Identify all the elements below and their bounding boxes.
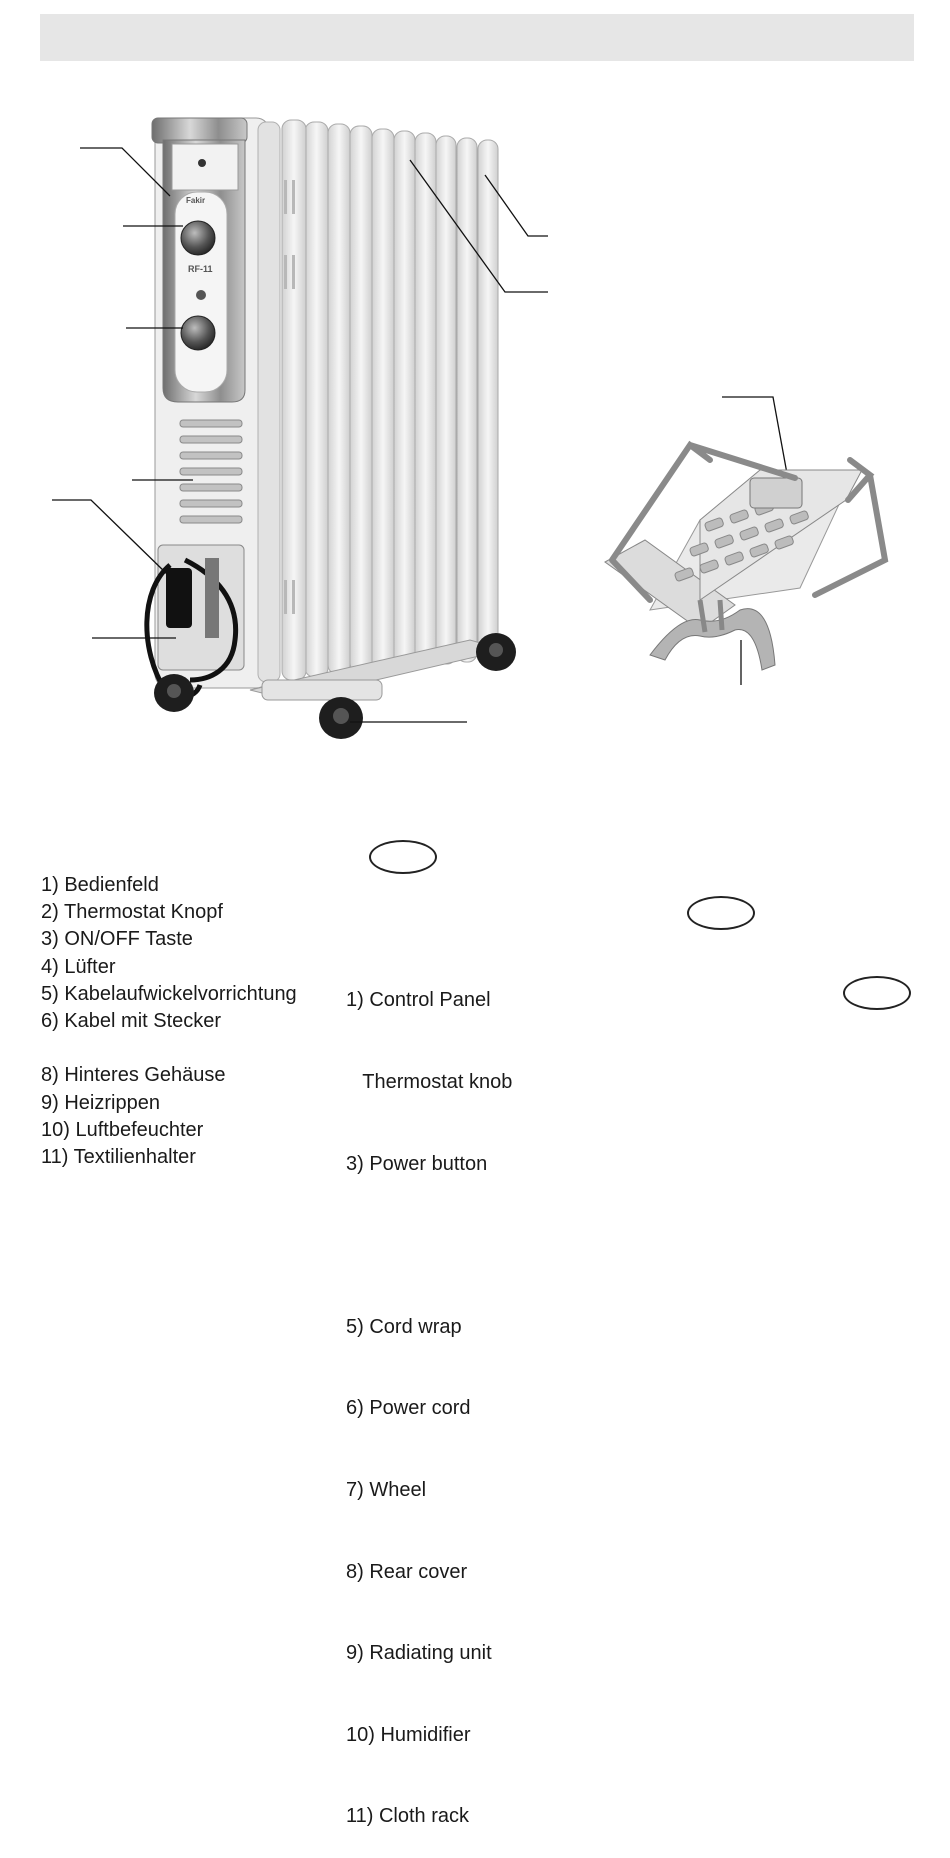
cloth-rack: [604, 440, 889, 671]
language-badge-2: [687, 896, 755, 930]
list-item: Thermostat knob: [346, 1071, 513, 1093]
list-item: 10) Humidifier: [346, 1723, 471, 1746]
german-parts-list: 1) Bedienfeld 2) Thermostat Knopf 3) ON/…: [41, 872, 297, 1171]
wheels: [154, 633, 516, 739]
list-item: 2) Thermostat Knopf: [41, 901, 223, 924]
language-badge-3: [843, 976, 911, 1010]
callout-lines: [52, 147, 791, 723]
list-item: 10) Luftbefeuchter: [41, 1118, 204, 1141]
handle: [151, 117, 248, 144]
list-item: 8) Hinteres Gehäuse: [41, 1064, 226, 1087]
list-item: 5) Kabelaufwickelvorrichtung: [41, 982, 297, 1005]
power-knob: [180, 315, 216, 351]
list-item: 7) Wheel: [346, 1478, 427, 1501]
list-item: 1) Control Panel: [346, 989, 491, 1012]
list-item: 8) Rear cover: [346, 1560, 468, 1583]
product-diagram: Fakir RF-11: [52, 117, 889, 739]
vent-slots: [179, 419, 243, 524]
list-item: 9) Radiating unit: [346, 1642, 492, 1665]
list-item: [346, 1232, 512, 1259]
english-parts-list: 1) Control Panel Thermostat knob 3) Powe…: [346, 933, 512, 1858]
oil-heater: Fakir RF-11: [144, 117, 516, 739]
list-item: 11) Cloth rack: [346, 1805, 470, 1828]
list-item: 3) Power button: [346, 1152, 488, 1175]
radiating-fins: [281, 119, 499, 681]
list-item: 5) Cord wrap: [346, 1315, 462, 1338]
list-item: 11) Textilienhalter: [41, 1145, 196, 1168]
humidifier-box: [749, 477, 803, 509]
language-badge-1: [369, 840, 437, 874]
thermostat-knob-dial: [180, 220, 216, 256]
brand-label: Fakir: [186, 196, 205, 205]
list-item: 4) Lüfter: [41, 955, 116, 978]
model-label: RF-11: [188, 264, 213, 274]
list-item: 6) Power cord: [346, 1397, 471, 1420]
header-bar: [40, 14, 914, 61]
list-item: [41, 1035, 297, 1062]
list-item: 9) Heizrippen: [41, 1091, 160, 1114]
list-item: 6) Kabel mit Stecker: [41, 1009, 222, 1032]
list-item: 1) Bedienfeld: [41, 874, 159, 896]
list-item: 3) ON/OFF Taste: [41, 928, 193, 951]
